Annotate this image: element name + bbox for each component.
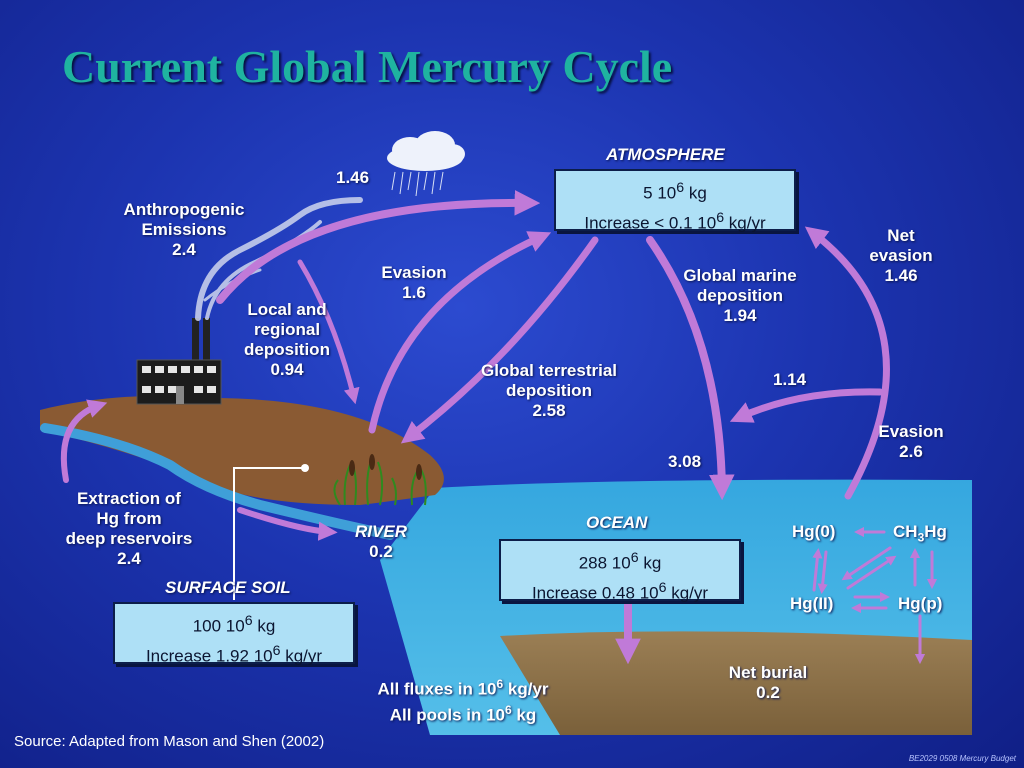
atmosphere-increase: Increase < 0.1 106 kg/yr: [584, 209, 766, 233]
arrow-terrestrial-deposition: [400, 236, 599, 444]
flux-recycle: 1.14: [773, 370, 807, 389]
page-title: Current Global Mercury Cycle: [62, 41, 673, 92]
arrow-ch3hg-to-hg2: [841, 546, 892, 581]
rain-cloud-icon: [387, 131, 465, 197]
arrow-recycle-flux: [729, 388, 884, 423]
arrow-evasion-land: [368, 231, 552, 434]
species-hg0: Hg(0): [792, 522, 836, 541]
units-note-pools: All pools in 106 kg: [389, 702, 537, 725]
slide-footer: BE2029 0508 Mercury Budget: [908, 754, 1016, 763]
arrow-hg2-to-ch3hg: [846, 555, 897, 590]
surface-soil-label: SURFACE SOIL: [165, 578, 291, 597]
arrow-net-evasion: [804, 226, 890, 500]
arrow-local-deposition: [297, 259, 360, 405]
atmosphere-pool-box: 5 106 kg Increase < 0.1 106 kg/yr: [554, 169, 796, 232]
atmosphere-pool: 5 106 kg: [643, 180, 707, 203]
arrow-extraction: [60, 399, 108, 483]
cattail-icons: [349, 454, 422, 480]
flux-ocean-input: 3.08: [668, 452, 702, 471]
factory-icon: [136, 318, 222, 405]
arrow-river-flux: [237, 507, 338, 541]
species-hgp: Hg(p): [898, 594, 943, 613]
soil-pool: 100 106 kg: [192, 613, 276, 636]
source-citation: Source: Adapted from Mason and Shen (200…: [14, 733, 325, 750]
soil-pointer-line: [233, 464, 309, 600]
species-hg2: Hg(II): [790, 594, 834, 613]
arrow-hg2-to-hg0: [812, 547, 823, 592]
ocean-pool-box: 288 106 kg Increase 0.48 106 kg/yr: [499, 539, 741, 602]
arrow-marine-deposition: [646, 236, 735, 501]
atmosphere-label: ATMOSPHERE: [606, 145, 725, 164]
species-ch3hg: CH3Hg: [893, 522, 947, 545]
ocean-increase: Increase 0.48 106 kg/yr: [531, 579, 709, 603]
surface-soil-pool-box: 100 106 kg Increase 1.92 106 kg/yr: [113, 602, 355, 665]
units-note: All fluxes in 106 kg/yr All pools in 106…: [356, 674, 570, 725]
soil-increase: Increase 1.92 106 kg/yr: [145, 642, 323, 666]
arrow-anthropogenic-to-atmosphere: [216, 190, 541, 304]
ocean-pool: 288 106 kg: [578, 550, 662, 573]
ocean-label: OCEAN: [586, 513, 648, 532]
flux-top-emission: 1.46: [336, 168, 370, 187]
arrow-hg0-to-hg2: [817, 550, 828, 595]
units-note-fluxes: All fluxes in 106 kg/yr: [377, 677, 549, 699]
